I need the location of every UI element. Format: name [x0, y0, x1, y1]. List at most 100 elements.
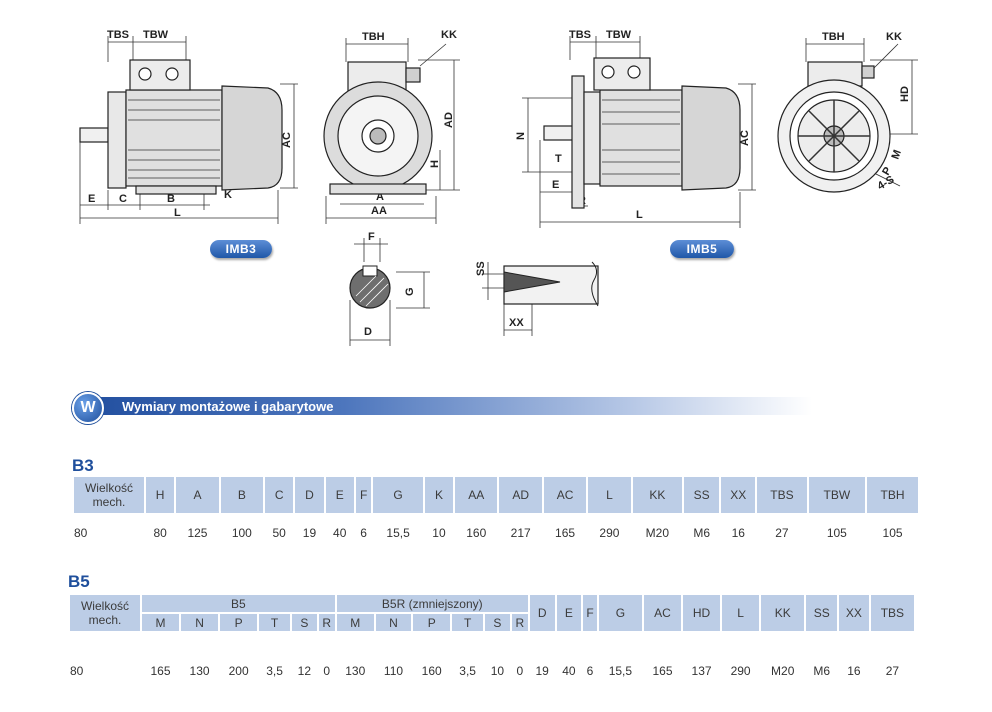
b5-val-p: 200	[228, 664, 249, 678]
b3-col-e: E	[325, 477, 354, 513]
b3-val-aa: 160	[466, 526, 487, 540]
b3-front-view: TBH KK AD H A AA	[323, 29, 460, 224]
b5-size-header-line2: mech.	[88, 613, 122, 627]
thread-ss: SS	[475, 261, 487, 276]
b5r-sub-t: T	[452, 612, 484, 631]
b3-size-header-line1: Wielkość	[84, 481, 133, 495]
b3-side-l: L	[174, 207, 181, 219]
b5r-val-n: 110	[383, 664, 404, 678]
b3-col-a: A	[176, 477, 219, 513]
b3-side-tbs: TBS	[107, 29, 129, 41]
b5-col-hd: HD	[683, 595, 721, 631]
b5r-sub-n: N	[375, 612, 412, 631]
b3-val-a: 125	[187, 526, 208, 540]
b5-table: Wielkość mech. B5 B5R (zmniejszony) D E …	[68, 595, 916, 681]
b5r-val-m: 130	[345, 664, 366, 678]
b5-side-e: E	[552, 179, 559, 191]
b5-size-value: 80	[70, 664, 84, 678]
shaft-g: G	[404, 287, 416, 296]
b5-col-kk: KK	[761, 595, 805, 631]
b3-side-k: K	[224, 189, 232, 201]
b3-col-c: C	[265, 477, 294, 513]
b5-val-s: 12	[297, 664, 312, 678]
b3-val-l: 290	[599, 526, 620, 540]
b5-side-n: N	[515, 132, 527, 140]
b5-val-xx: 16	[847, 664, 861, 678]
shaft-f: F	[368, 231, 375, 243]
b5-sub-s: S	[292, 612, 317, 631]
b5-val-n: 130	[189, 664, 210, 678]
b5-sub-m: M	[142, 612, 180, 631]
b3-val-tbh: 105	[882, 526, 903, 540]
b5-col-xx: XX	[839, 595, 869, 631]
b5-val-f: 6	[586, 664, 594, 678]
section-gradient-band	[92, 397, 812, 415]
imb5-badge: IMB5	[670, 240, 734, 258]
b3-col-h: H	[146, 477, 175, 513]
b3-col-tbw: TBW	[808, 477, 866, 513]
b3-col-k: K	[424, 477, 454, 513]
b5-val-l: 290	[730, 664, 751, 678]
shaft-section: F G D	[349, 231, 430, 346]
b3-col-xx: XX	[721, 477, 756, 513]
b3-col-g: G	[373, 477, 423, 513]
b3-col-aa: AA	[455, 477, 498, 513]
b3-val-ad: 217	[510, 526, 531, 540]
b5-val-tbs: 27	[885, 664, 900, 678]
b3-side-c: C	[119, 193, 127, 205]
b3-val-kk: M20	[645, 526, 670, 540]
b3-col-b: B	[220, 477, 264, 513]
b5-side-tbw: TBW	[606, 29, 632, 41]
b5-val-ac: 165	[652, 664, 673, 678]
b3-col-l: L	[588, 477, 631, 513]
b5-front-s: 4-S	[876, 174, 897, 193]
b3-header-row: Wielkość mech. H A B C D E F G K AA AD A…	[74, 477, 918, 513]
b5-col-g: G	[598, 595, 642, 631]
b5r-sub-r: R	[511, 612, 528, 631]
b3-val-tbs: 27	[775, 526, 789, 540]
section-title: Wymiary montażowe i gabarytowe	[122, 399, 334, 414]
b3-size-header-line2: mech.	[92, 495, 126, 509]
b3-front-a: A	[376, 191, 384, 203]
b5-val-r: 0	[323, 664, 331, 678]
b3-side-tbw: TBW	[143, 29, 169, 41]
b3-size-header: Wielkość mech.	[74, 477, 144, 513]
b5r-sub-s: S	[485, 612, 510, 631]
b5-side-view: TBS TBW N T E R AC L	[515, 29, 756, 228]
b3-col-ad: AD	[499, 477, 542, 513]
b5-header-row-2: M N P T S R M N P T S R	[70, 612, 914, 631]
b5-sub-r: R	[318, 612, 335, 631]
b5-col-d: D	[529, 595, 555, 631]
b5-sub-t: T	[259, 612, 290, 631]
b3-table: Wielkość mech. H A B C D E F G K AA AD A…	[72, 477, 920, 543]
b3-col-tbh: TBH	[867, 477, 918, 513]
b3-col-d: D	[295, 477, 324, 513]
shaft-d: D	[364, 326, 372, 338]
b5-size-header-line1: Wielkość	[80, 599, 129, 613]
b5-front-view: TBH KK HD M P 4-S	[777, 31, 918, 193]
b3-side-view: TBS TBW AC E C B K L	[79, 29, 298, 224]
b5-sub-n: N	[181, 612, 219, 631]
b5-val-ss: M6	[813, 664, 831, 678]
b3-val-f: 6	[360, 526, 367, 540]
b5r-group-header: B5R (zmniejszony)	[336, 595, 528, 612]
b5-val-kk: M20	[771, 664, 795, 678]
b3-front-aa: AA	[371, 205, 387, 217]
b5-val-g: 15,5	[608, 664, 633, 678]
b3-col-kk: KK	[632, 477, 683, 513]
b5r-sub-p: P	[413, 612, 451, 631]
b5-col-ac: AC	[643, 595, 682, 631]
b5r-val-p: 160	[421, 664, 442, 678]
b5-header-row-1: Wielkość mech. B5 B5R (zmniejszony) D E …	[70, 595, 914, 631]
b5-sub-p: P	[220, 612, 258, 631]
b5-front-kk: KK	[886, 31, 902, 43]
b5r-val-s: 10	[490, 664, 505, 678]
b5-size-header: Wielkość mech.	[70, 595, 140, 631]
section-w-icon: W	[72, 392, 104, 424]
b5-col-e: E	[556, 595, 582, 631]
b3-val-e: 40	[333, 526, 347, 540]
b5-side-t: T	[555, 153, 562, 165]
b5-side-tbs: TBS	[569, 29, 591, 41]
b5r-val-r: 0	[516, 664, 524, 678]
section-header-bar: W Wymiary montażowe i gabarytowe	[72, 392, 812, 424]
